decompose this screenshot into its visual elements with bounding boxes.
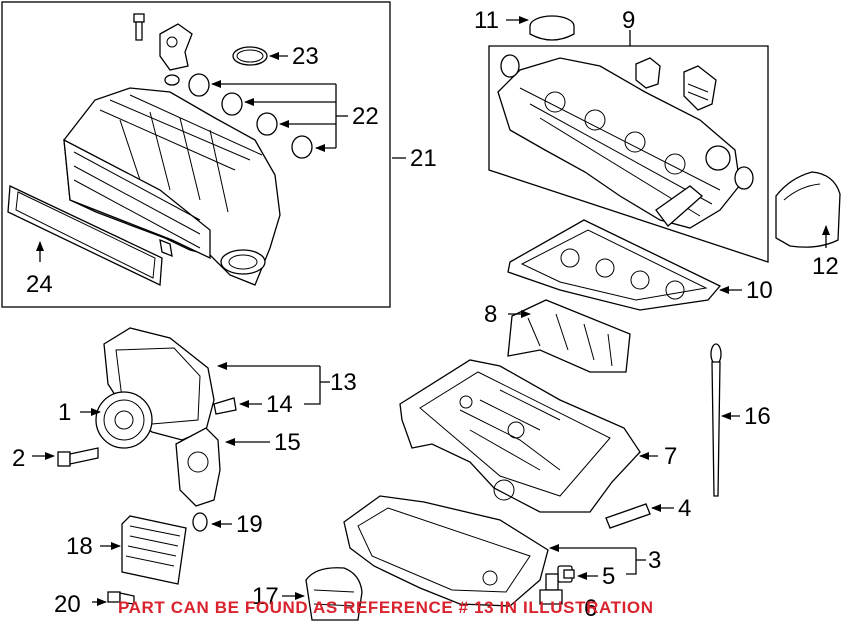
timing-cover-part-12[interactable] <box>775 171 841 248</box>
sensor-bolt[interactable] <box>133 13 145 41</box>
oring-part-23[interactable] <box>232 46 268 66</box>
oil-baffle-part-8[interactable] <box>507 299 631 373</box>
callout-11: 11 <box>474 7 499 34</box>
callout-18: 18 <box>66 533 93 560</box>
bolt-part-20[interactable] <box>107 591 135 605</box>
crank-pulley-part-1[interactable] <box>95 391 153 449</box>
valve-cover-part[interactable] <box>497 57 741 229</box>
lower-oil-pan-part-3[interactable] <box>343 495 549 607</box>
callout-5: 5 <box>602 563 615 590</box>
valve-cover-seal[interactable] <box>500 54 520 78</box>
callout-21: 21 <box>410 145 437 172</box>
leader-13 <box>217 362 330 405</box>
callout-16: 16 <box>744 403 771 430</box>
callout-15: 15 <box>274 429 301 456</box>
leader-22 <box>211 80 348 152</box>
seal-part-19[interactable] <box>192 512 208 532</box>
valve-cover-seal[interactable] <box>734 166 754 190</box>
pulley-bolt-part-2[interactable] <box>57 447 99 467</box>
callout-7: 7 <box>664 443 677 470</box>
upper-oil-pan-part-7[interactable] <box>399 359 641 513</box>
manifold-gasket-part-24[interactable] <box>7 185 163 286</box>
small-seal[interactable] <box>164 74 180 86</box>
callout-4: 4 <box>678 495 691 522</box>
seals-part-22[interactable] <box>188 73 313 159</box>
callout-23: 23 <box>292 43 319 70</box>
callout-24: 24 <box>26 271 53 298</box>
callout-14: 14 <box>266 391 293 418</box>
oil-level-sensor-part-6[interactable] <box>539 573 563 605</box>
oil-cooler-part-18[interactable] <box>121 515 187 585</box>
camshaft-sensor[interactable] <box>635 57 661 89</box>
pcv-tube-part-4[interactable] <box>605 503 651 529</box>
valve-cover-gasket-part-10[interactable] <box>507 219 722 311</box>
manifold-sensor[interactable] <box>159 23 193 71</box>
intake-manifold-part[interactable] <box>63 87 281 286</box>
oil-filler-cap-part-11[interactable] <box>529 15 575 41</box>
callout-22: 22 <box>352 103 379 130</box>
leader-3 <box>549 544 646 575</box>
callout-1: 1 <box>58 399 71 426</box>
bracket-part-15[interactable] <box>175 427 221 507</box>
callout-3: 3 <box>648 547 661 574</box>
callout-20: 20 <box>54 591 81 618</box>
callout-8: 8 <box>484 301 497 328</box>
valve-cover-connector[interactable] <box>683 65 717 111</box>
callout-13: 13 <box>330 369 357 396</box>
callout-2: 2 <box>12 445 25 472</box>
oil-filter-part-17[interactable] <box>305 567 363 621</box>
dipstick-part-16[interactable] <box>710 343 722 497</box>
valve-cover-group-frame <box>488 45 769 263</box>
callout-19: 19 <box>236 511 263 538</box>
callout-12: 12 <box>812 253 839 280</box>
callout-9: 9 <box>622 7 635 34</box>
callout-6: 6 <box>584 595 597 622</box>
seal-part-14[interactable] <box>213 397 237 415</box>
callout-17: 17 <box>252 583 279 610</box>
reference-note: PART CAN BE FOUND AS REFERENCE # 13 IN I… <box>118 598 654 617</box>
drain-plug-part-5[interactable] <box>557 565 575 583</box>
callout-10: 10 <box>746 277 773 304</box>
intake-manifold-group-frame <box>1 1 391 308</box>
